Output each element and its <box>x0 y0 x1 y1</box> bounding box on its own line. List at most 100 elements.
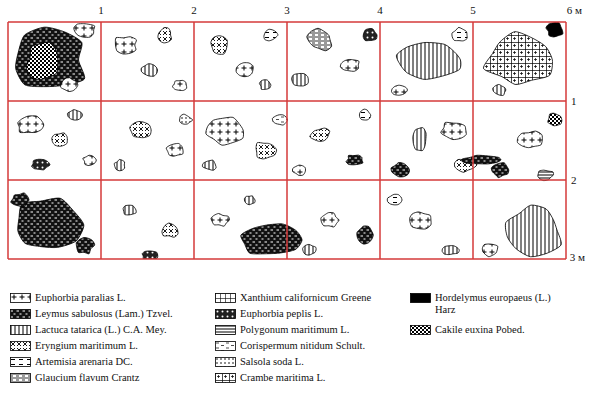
legend-swatch <box>10 293 31 303</box>
plant-patch <box>162 223 178 237</box>
grid-line <box>286 22 288 259</box>
legend-swatch <box>10 357 31 367</box>
legend-swatch <box>215 293 236 303</box>
grid-line <box>379 22 381 259</box>
legend-swatch <box>10 341 31 351</box>
legend-entry: Polygonum maritimum L. <box>215 324 405 336</box>
plant-patch <box>32 159 50 170</box>
plant-patch <box>256 142 277 158</box>
plant-patch <box>241 224 302 254</box>
species-name: Euphorbia paralias L. <box>35 292 205 304</box>
swatch-fill <box>216 342 236 351</box>
plant-patch <box>211 214 229 227</box>
legend-entry: Salsola soda L. <box>215 356 405 368</box>
plant-patch <box>491 163 508 178</box>
scale-number: 3 м <box>570 251 585 264</box>
scale-number: 2 <box>571 174 577 187</box>
plant-patch <box>206 117 244 145</box>
species-name: Hordelymus europaeus (L.) Harz <box>435 292 565 316</box>
swatch-fill <box>216 326 236 335</box>
species-name: Cakile euxina Pobed. <box>435 324 565 336</box>
plant-patch <box>259 80 271 90</box>
legend-swatch <box>10 325 31 335</box>
plant-patch <box>123 205 136 215</box>
legend-entry: Euphorbia peplis L. <box>215 308 405 320</box>
plant-patch <box>483 32 552 85</box>
legend-swatch <box>410 325 431 335</box>
plant-patch <box>391 163 410 177</box>
plot-grid <box>8 22 566 259</box>
plant-patch <box>363 29 377 41</box>
plant-patch <box>391 85 407 95</box>
swatch-fill <box>11 310 31 319</box>
legend-entry: Euphorbia paralias L. <box>10 292 205 304</box>
legend-swatch <box>215 357 236 367</box>
plant-patch <box>452 27 467 40</box>
swatch-fill <box>216 374 236 383</box>
legend-entry: Lactuca tatarica (L.) C.A. Mey. <box>10 324 205 336</box>
species-name: Corispermum nitidum Schult. <box>240 340 405 352</box>
plant-patch <box>67 110 82 120</box>
legend-swatch <box>215 325 236 335</box>
plant-patch <box>18 116 44 133</box>
plant-patch <box>264 29 278 41</box>
plant-patch <box>292 165 305 175</box>
plant-patch <box>517 131 542 148</box>
plant-patch <box>76 238 95 254</box>
grid-line <box>193 22 195 259</box>
swatch-fill <box>411 294 431 303</box>
grid-line <box>8 21 566 23</box>
swatch-fill <box>11 358 31 367</box>
plant-patch <box>357 226 373 244</box>
plant-patch <box>16 27 85 87</box>
plant-patch <box>307 28 332 50</box>
legend-swatch <box>215 341 236 351</box>
plant-patch <box>346 155 363 165</box>
plant-patch <box>493 84 506 95</box>
legend-swatch <box>10 309 31 319</box>
swatch-fill <box>11 342 31 351</box>
legend-entry: Corispermum nitidum Schult. <box>215 340 405 352</box>
legend-entry: Crambe maritima L. <box>215 372 405 384</box>
legend-entry: Xanthium californicum Greene <box>215 292 405 304</box>
plant-patch <box>130 121 151 137</box>
plant-patch <box>442 246 459 255</box>
swatch-fill <box>216 358 236 367</box>
legend-swatch <box>410 293 431 303</box>
plant-patch <box>52 133 68 146</box>
species-name: Glaucium flavum Crantz <box>35 372 205 384</box>
legend-entry: Leymus sabulosus (Lam.) Tzvel. <box>10 308 205 320</box>
grid-line <box>565 22 567 259</box>
plant-patch <box>303 244 316 255</box>
scale-number: 5 <box>470 4 476 17</box>
species-name: Xanthium californicum Greene <box>240 292 405 304</box>
scale-number: 1 <box>98 4 104 17</box>
plant-patch <box>359 109 370 120</box>
scale-number: 3 <box>284 4 290 17</box>
plant-patch <box>413 128 426 151</box>
swatch-fill <box>216 294 236 303</box>
grid-line <box>8 179 566 181</box>
plant-patch <box>18 198 84 248</box>
plant-patch <box>441 122 467 139</box>
legend-entry: Artemisia arenaria DC. <box>10 356 205 368</box>
grid-line <box>7 22 9 259</box>
plant-patch <box>387 194 402 205</box>
plant-patch <box>244 196 255 205</box>
plant-patch <box>180 114 193 124</box>
species-name: Polygonum maritimum L. <box>240 324 405 336</box>
scale-number: 6 м <box>567 4 582 17</box>
scale-number: 1 <box>571 95 577 108</box>
plant-patch <box>310 128 330 141</box>
vegetation-patches <box>11 23 563 259</box>
plant-patch <box>538 170 554 180</box>
legend-entry: Eryngium maritimum L. <box>10 340 205 352</box>
swatch-fill <box>216 310 236 319</box>
plant-patch <box>321 213 339 227</box>
swatch-fill <box>11 374 31 383</box>
species-name: Lactuca tatarica (L.) C.A. Mey. <box>35 324 205 336</box>
plant-patch <box>272 115 287 125</box>
plant-patch <box>141 64 158 77</box>
legend-entry: Glaucium flavum Crantz <box>10 372 205 384</box>
plant-patch <box>83 155 97 165</box>
